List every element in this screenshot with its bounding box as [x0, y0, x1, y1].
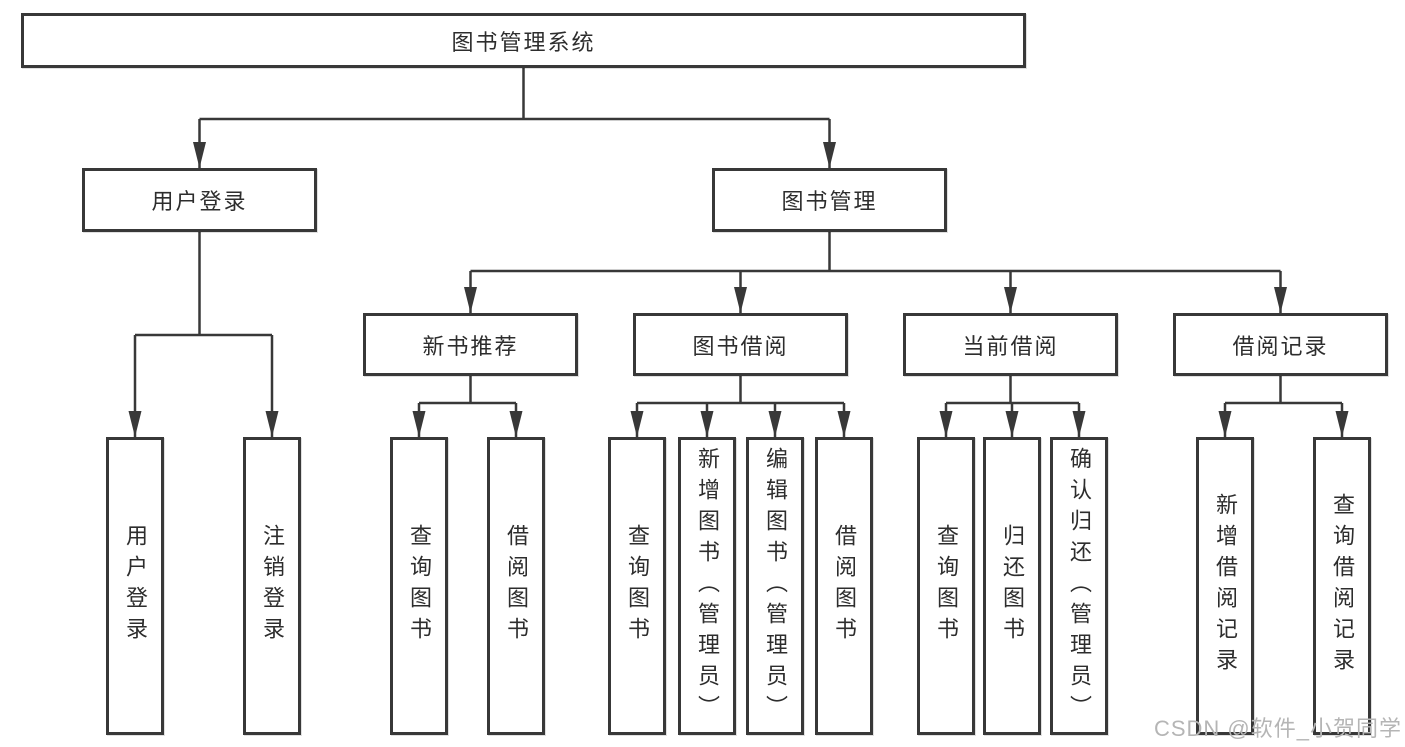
node-user-login: 用户登录 [82, 168, 317, 232]
edge-root-to-level2 [198, 68, 831, 168]
leaf-borrow-books-2: 借阅图书 [815, 437, 873, 735]
node-book-management: 图书管理 [712, 168, 947, 232]
node-borrowing-records: 借阅记录 [1173, 313, 1388, 376]
leaf-query-books-1-label: 查询图书 [407, 524, 432, 648]
leaf-edit-books-admin-label: 编辑图书（管理员） [763, 446, 788, 726]
leaf-query-borrow-record-label: 查询借阅记录 [1330, 493, 1355, 679]
leaf-query-borrow-record: 查询借阅记录 [1313, 437, 1371, 735]
csdn-watermark: CSDN @软件_小贺同学 [1153, 716, 1402, 741]
edge-current-borrow-to-leaves [944, 376, 1081, 437]
node-new-book-recommend: 新书推荐 [363, 313, 578, 376]
leaf-query-books-2-label: 查询图书 [625, 524, 650, 648]
leaf-add-borrow-record-label: 新增借阅记录 [1213, 493, 1238, 679]
node-book-management-label: 图书管理 [781, 189, 878, 214]
leaf-query-books-3: 查询图书 [917, 437, 975, 735]
edge-new-book-to-leaves [417, 376, 518, 437]
leaf-return-books: 归还图书 [983, 437, 1041, 735]
node-borrowing-records-label: 借阅记录 [1232, 333, 1329, 359]
leaf-edit-books-admin: 编辑图书（管理员） [746, 437, 804, 735]
leaf-borrow-books-1: 借阅图书 [487, 437, 545, 735]
leaf-query-books-1: 查询图书 [390, 437, 448, 735]
leaf-add-borrow-record: 新增借阅记录 [1196, 437, 1254, 735]
edge-book-mgmt-to-level3 [469, 232, 1282, 313]
leaf-logout-label: 注销登录 [260, 524, 285, 648]
leaf-add-books-admin: 新增图书（管理员） [678, 437, 736, 735]
leaf-logout: 注销登录 [243, 437, 301, 735]
leaf-query-books-3-label: 查询图书 [934, 524, 959, 648]
node-library-system: 图书管理系统 [21, 13, 1026, 68]
leaf-confirm-return-admin-label: 确认归还（管理员） [1067, 446, 1092, 726]
leaf-query-books-2: 查询图书 [608, 437, 666, 735]
leaf-user-login: 用户登录 [106, 437, 164, 735]
node-current-borrowing: 当前借阅 [903, 313, 1118, 376]
leaf-borrow-books-2-label: 借阅图书 [832, 524, 857, 648]
node-book-borrowing-label: 图书借阅 [692, 333, 789, 359]
leaf-user-login-label: 用户登录 [123, 524, 148, 648]
leaf-return-books-label: 归还图书 [1000, 524, 1025, 648]
node-new-book-recommend-label: 新书推荐 [422, 333, 519, 359]
node-user-login-label: 用户登录 [151, 189, 248, 214]
node-library-system-label: 图书管理系统 [451, 29, 596, 55]
leaf-borrow-books-1-label: 借阅图书 [504, 524, 529, 648]
leaf-confirm-return-admin: 确认归还（管理员） [1050, 437, 1108, 735]
node-current-borrowing-label: 当前借阅 [962, 333, 1059, 359]
edge-user-login-to-leaves [133, 232, 274, 437]
edge-borrow-record-to-leaves [1223, 376, 1344, 437]
edge-book-borrow-to-leaves [635, 376, 846, 437]
leaf-add-books-admin-label: 新增图书（管理员） [695, 446, 720, 726]
node-book-borrowing: 图书借阅 [633, 313, 848, 376]
